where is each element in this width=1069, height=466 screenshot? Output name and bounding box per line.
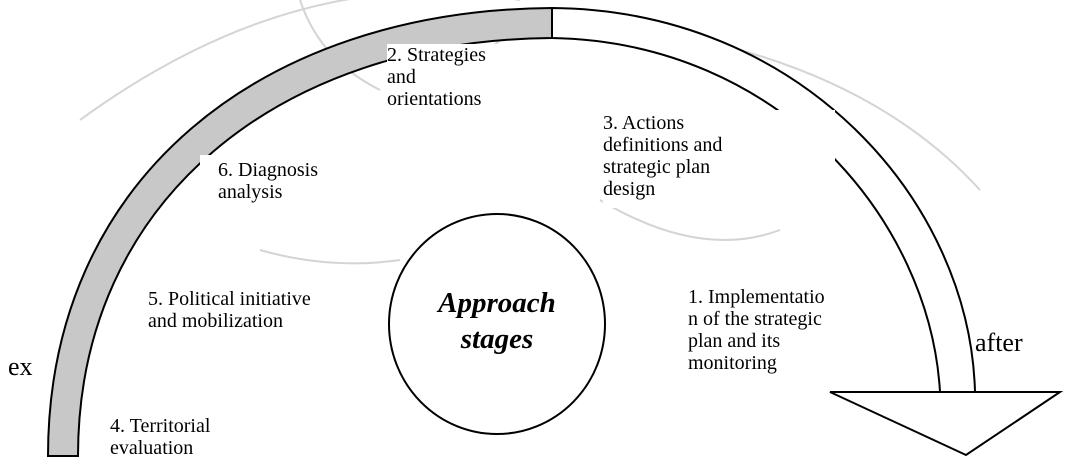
stage-2-line-3: orientations [387,88,482,110]
stage-4-line-1: 4. Territorial [110,415,211,437]
stage-1-line-3: plan and its [688,330,781,352]
stage-6-label: 6. Diagnosis analysis [200,155,434,231]
stage-4-label: 4. Territorial evaluation [110,415,210,459]
stage-6-line-1: 6. Diagnosis [218,159,318,181]
center-label: Approach stages [387,285,607,357]
stage-1-line-1: 1. Implementatio [688,286,825,308]
stage-1-label: 1. Implementatio n of the strategic plan… [688,286,866,388]
stage-1-line-2: n of the strategic [688,308,822,330]
side-label-left: ex [8,352,33,381]
stage-6-line-2: analysis [218,181,283,203]
stage-5-line-1: 5. Political initiative [148,288,311,310]
center-ellipse [388,213,606,435]
stage-5-line-2: and mobilization [148,310,283,332]
stage-5-label: 5. Political initiative and mobilization [148,288,311,332]
stage-3-line-2: definitions and [603,134,723,156]
stage-3-line-4: design [603,178,656,200]
stage-1-line-4: monitoring [688,352,777,374]
center-label-line-1: Approach [438,287,556,319]
stage-2-line-2: and [387,66,416,88]
arrowhead [829,391,1064,457]
center-label-line-2: stages [460,323,534,355]
stage-3-line-3: strategic plan [603,156,711,178]
stage-3-label: 3. Actions definitions and strategic pla… [603,110,835,208]
stage-3-line-1: 3. Actions [603,112,685,134]
stage-2-line-1: 2. Strategies [387,44,486,66]
side-label-right: after [975,328,1023,357]
stage-2-label: 2. Strategies and orientations [387,44,609,148]
stage-4-line-2: evaluation [110,437,194,459]
